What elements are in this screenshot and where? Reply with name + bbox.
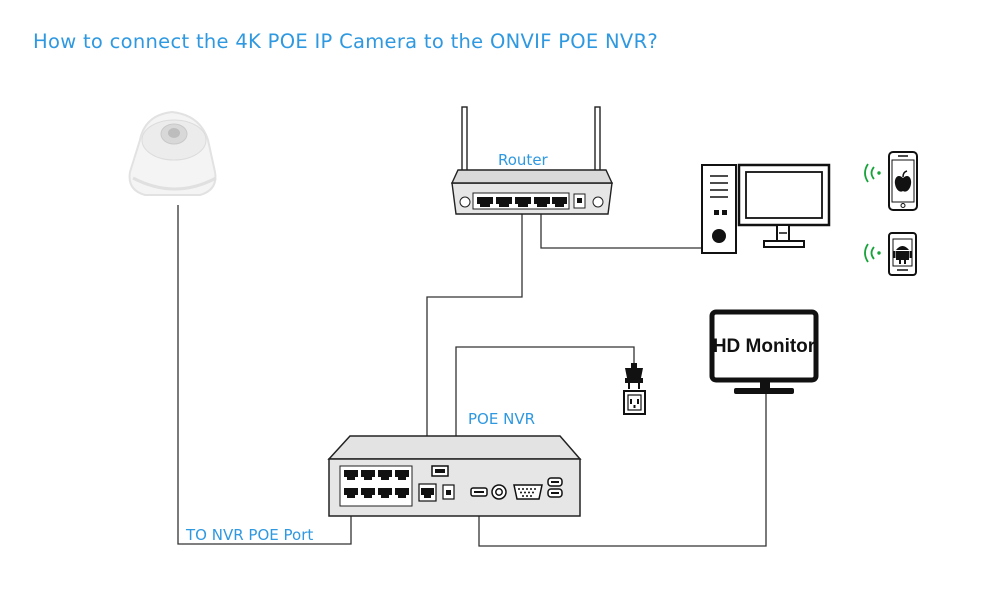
- wifi-signal-icon: [864, 163, 881, 183]
- iphone-icon: [888, 151, 918, 211]
- hd-monitor-icon: HD Monitor: [709, 309, 819, 394]
- wall-outlet-icon: [623, 390, 646, 415]
- desktop-pc-icon: [701, 163, 831, 254]
- nvr-power-wire: [455, 346, 635, 490]
- poe-nvr-icon: [327, 435, 582, 517]
- wires: [177, 205, 767, 547]
- router-to-nvr-wire: [426, 214, 523, 489]
- poe-port-label: TO NVR POE Port: [186, 526, 314, 544]
- power-plug-icon: [625, 363, 643, 389]
- hd-monitor-label: HD Monitor: [713, 336, 816, 357]
- router-to-pc-wire: [540, 214, 703, 249]
- camera-to-nvr-wire: [177, 205, 352, 545]
- nvr-to-monitor-wire: [478, 392, 767, 547]
- router-label: Router: [498, 151, 548, 169]
- android-phone-icon: [888, 232, 917, 276]
- router-icon: [450, 106, 614, 215]
- nvr-label: POE NVR: [468, 410, 536, 428]
- dome-camera-icon: [128, 110, 217, 196]
- wifi-signal-icon: [864, 243, 881, 263]
- page-title: How to connect the 4K POE IP Camera to t…: [33, 30, 659, 53]
